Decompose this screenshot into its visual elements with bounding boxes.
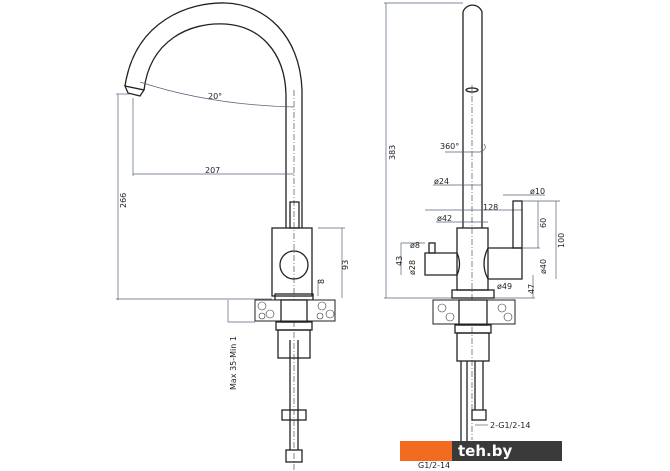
- reach-label: 207: [205, 166, 220, 175]
- width-label: 128: [483, 203, 498, 212]
- left-handle: [424, 252, 461, 276]
- thread-1-label: 2-G1/2-14: [490, 421, 530, 430]
- front-body: [456, 227, 489, 291]
- spout-tube: [462, 4, 483, 228]
- right-diameter-label: ø40: [539, 259, 548, 274]
- lever-diameter-label: ø10: [530, 187, 545, 196]
- left-height-label: 43: [395, 256, 404, 266]
- pebbles: [257, 301, 335, 320]
- body-height-label: 93: [341, 260, 350, 270]
- total-height-label: 383: [388, 145, 397, 160]
- watermark-logo: teh.by: [400, 441, 562, 461]
- base-diameter-label: ø49: [497, 282, 512, 291]
- handle-hub: [279, 250, 309, 280]
- body-diameter-label: ø42: [437, 214, 452, 223]
- thread-2-label: G1/2-14: [416, 461, 453, 470]
- rotation-label: 360°: [440, 142, 459, 151]
- base-height-label: 47: [527, 284, 536, 294]
- right-handle: [483, 247, 523, 280]
- front-lever: [512, 200, 523, 249]
- side-view: 20° 207 266 93 8 Max 35-Min 1: [116, 2, 350, 470]
- angle-label: 20°: [208, 92, 222, 101]
- spout-outer: [124, 2, 303, 228]
- countertop-label: Max 35-Min 1: [229, 336, 238, 390]
- lever-height-label: 60: [539, 218, 548, 228]
- left-diameter-label: ø28: [408, 260, 417, 275]
- knob-diameter-label: ø8: [410, 241, 420, 250]
- spout-diameter-label: ø24: [434, 177, 449, 186]
- watermark-text: teh.by: [458, 442, 513, 460]
- offset-label: 8: [317, 279, 326, 284]
- lever: [289, 201, 300, 229]
- height-label: 266: [119, 193, 128, 208]
- spout-inner: [143, 23, 287, 228]
- front-view: 383 360° ø24 ø10 128 ø42 60 100 ø40 ø8 4…: [384, 2, 566, 441]
- body: [271, 227, 313, 297]
- spout-tip: [123, 85, 146, 97]
- handle-height-label: 100: [557, 233, 566, 248]
